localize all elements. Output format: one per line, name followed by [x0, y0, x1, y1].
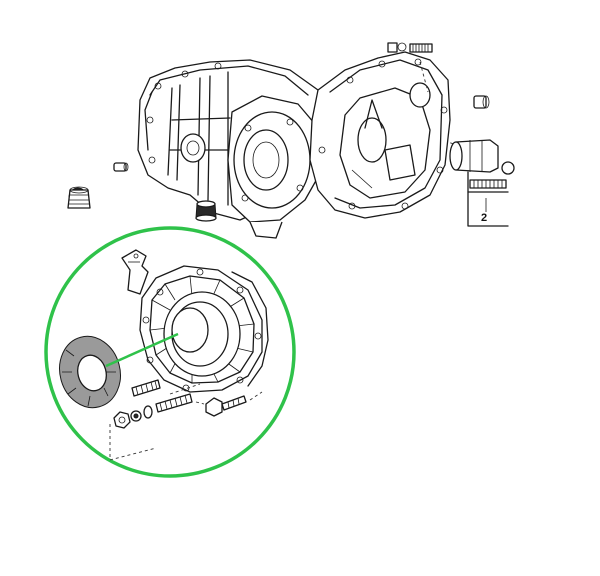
- transmission-housing: [137, 51, 471, 239]
- rubber-mount-left: [67, 186, 91, 209]
- mounting-bracket: [121, 249, 149, 295]
- spring-lower: [155, 393, 193, 413]
- highlight-circle: [44, 226, 296, 478]
- dowel-pin-left: [113, 162, 129, 172]
- callout-label-2: 2: [481, 212, 487, 224]
- cover-gasket: [231, 271, 269, 387]
- side-cover-flange: [139, 265, 263, 393]
- callout-box-2: 2: [467, 171, 509, 227]
- grommet-bottom: [195, 200, 217, 222]
- stud-bolt-top: [387, 42, 433, 53]
- hex-bolt: [205, 395, 247, 417]
- highlight-pointer-line: [105, 332, 179, 368]
- loose-fasteners: [67, 42, 490, 222]
- detail-parts: [59, 249, 269, 461]
- nut-and-washers: [113, 405, 153, 429]
- oil-seal-disc: [59, 335, 121, 409]
- spring-upper: [131, 379, 161, 397]
- plug-top-right: [473, 95, 490, 109]
- shaft-part-right: [449, 139, 515, 175]
